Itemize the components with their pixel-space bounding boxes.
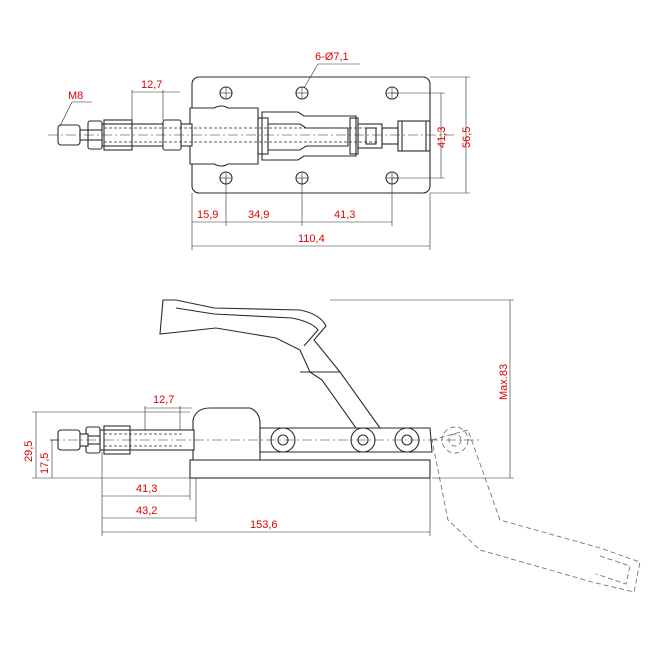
overall-length-label: 110,4 (298, 233, 325, 245)
top-view-dimensions (59, 63, 470, 250)
max-height-label: Max.83 (498, 364, 510, 400)
handle (159, 299, 382, 429)
dim-3-label: 41,3 (334, 209, 355, 221)
stroke-2-label: 43,2 (136, 505, 157, 517)
height-b-label: 17,5 (39, 453, 51, 474)
thread-label: M8 (68, 90, 83, 102)
stem-width-label: 12,7 (141, 79, 162, 91)
side-view: 12,7 29,5 17,5 Max.83 41,3 43,2 153,6 (23, 299, 641, 593)
hole-callout: 6-Ø7,1 (315, 51, 349, 63)
height-inner-label: 41,3 (436, 127, 448, 148)
height-outer-label: 56,5 (461, 127, 473, 148)
dim-2-label: 34,9 (248, 209, 269, 221)
dim-1-label: 15,9 (197, 209, 218, 221)
side-overall-length-label: 153,6 (250, 519, 278, 531)
height-a-label: 29,5 (23, 441, 35, 462)
stroke-1-label: 41,3 (136, 483, 157, 495)
side-base (189, 459, 431, 479)
handle-open-position (431, 429, 641, 593)
guide-body (189, 105, 259, 167)
side-view-dimensions (32, 299, 514, 536)
top-view: 6-Ø7,1 M8 12,7 41,3 56,5 15,9 34,9 41,3 … (48, 51, 473, 250)
side-stem-width-label: 12,7 (153, 394, 174, 406)
